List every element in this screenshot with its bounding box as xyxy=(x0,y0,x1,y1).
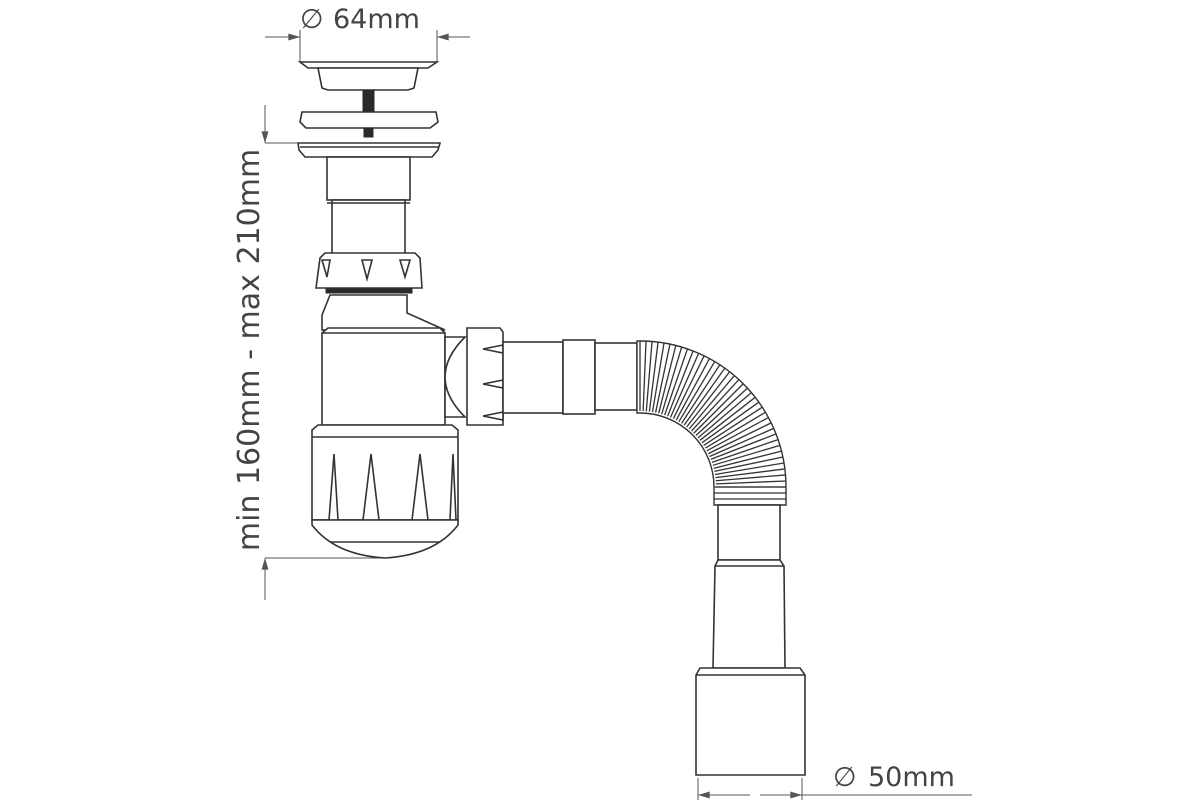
diameter-symbol: ∅ xyxy=(300,4,324,35)
drain-plug xyxy=(297,61,442,158)
hose-rib xyxy=(678,361,716,423)
hose-rib xyxy=(681,364,721,424)
hose-rib xyxy=(701,401,760,444)
hose-rib xyxy=(710,433,777,460)
hose-rib xyxy=(712,444,781,466)
plug-diameter-label: 64mm xyxy=(333,4,420,35)
hose-rib xyxy=(675,358,711,421)
hose-rib xyxy=(709,427,774,458)
height-dimension: min 160mm - max 210mm xyxy=(232,105,380,600)
hose-rib xyxy=(703,406,763,446)
outlet-diameter-label: 50mm xyxy=(868,762,955,793)
hose-rib xyxy=(715,480,786,485)
hose-rib xyxy=(699,396,756,441)
hose-rib xyxy=(693,383,744,434)
side-outlet xyxy=(466,327,638,426)
side-nut xyxy=(466,327,504,426)
hose-rib xyxy=(645,341,653,412)
hose-rib xyxy=(651,342,665,413)
hose-rib xyxy=(711,438,779,463)
outlet-pipe xyxy=(695,504,806,776)
bottom-dome xyxy=(311,519,459,559)
hose-rib xyxy=(715,474,786,482)
hose-rib xyxy=(695,387,748,437)
hose-rib xyxy=(688,375,735,430)
hose-rib xyxy=(669,353,700,418)
hose-rib xyxy=(714,462,785,476)
hose-rib xyxy=(683,367,726,426)
hose-rib xyxy=(686,371,731,428)
outlet-diameter-dimension: ∅ 50mm xyxy=(697,762,972,800)
hose-rib xyxy=(706,416,769,452)
hose-rib xyxy=(667,350,694,417)
diameter-symbol: ∅ xyxy=(833,762,857,793)
height-range-label: min 160mm - max 210mm xyxy=(232,149,267,551)
hose-outline xyxy=(636,340,787,506)
hose-rib xyxy=(648,342,659,412)
hose-rib xyxy=(707,422,772,455)
flexible-corrugated-hose xyxy=(636,340,787,506)
hose-rib xyxy=(715,468,785,479)
hose-rib xyxy=(658,345,677,414)
hose-rib xyxy=(661,346,683,415)
hose-rib xyxy=(697,392,752,439)
hose-rib xyxy=(654,343,671,413)
plug-diameter-dimension: ∅ 64mm xyxy=(265,4,470,62)
siphon-body xyxy=(311,156,467,559)
hose-rib xyxy=(690,379,740,432)
hose-rib xyxy=(713,450,782,469)
hose-rib xyxy=(714,456,784,473)
hose-rib xyxy=(672,355,705,420)
hose-rib xyxy=(704,411,766,449)
hose-rib xyxy=(664,348,689,416)
hose-rib xyxy=(642,341,647,412)
